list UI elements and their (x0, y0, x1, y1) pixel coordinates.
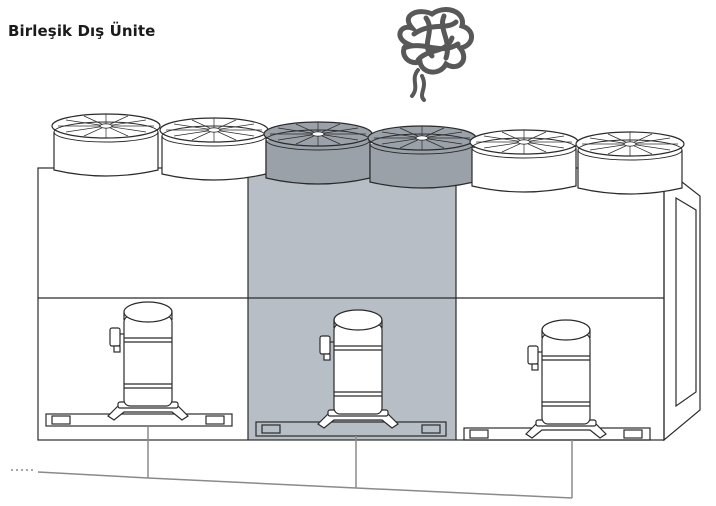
compressor-icon (525, 319, 607, 439)
pipe-continuation-dots (11, 469, 33, 471)
compressor-icon (107, 301, 189, 421)
pipe-manifold (37, 426, 573, 499)
smoke-icon (397, 7, 474, 102)
diagram-title: Birleşik Dış Ünite (8, 22, 156, 40)
fan-icon (575, 131, 685, 195)
fan-icon (159, 117, 269, 181)
fan-icon (367, 125, 477, 189)
fan-icon (51, 113, 161, 177)
fan-icon (469, 129, 579, 193)
fan-icon (263, 121, 373, 185)
